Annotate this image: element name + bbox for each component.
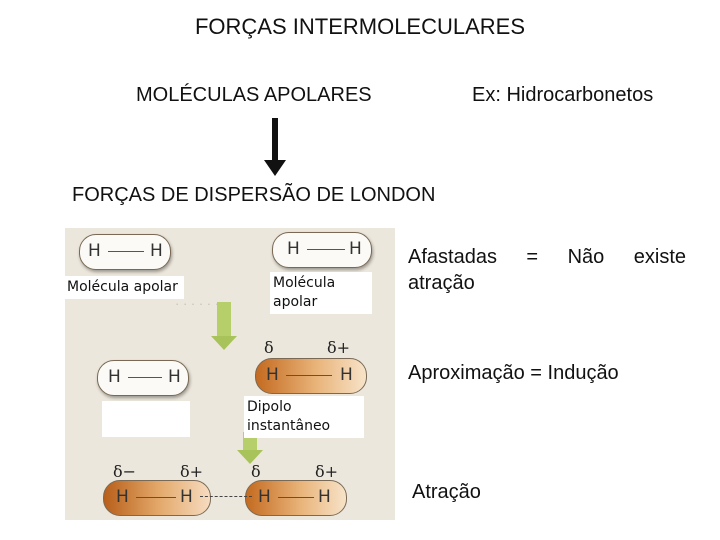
induction-arrow-1-head-icon — [211, 336, 237, 350]
label-blank-box — [102, 401, 190, 437]
label-instant-dipole: Dipolo instantâneo — [244, 396, 364, 438]
note-approximation: Aproximação = Indução — [408, 362, 619, 384]
scan-texture: · · · · · · — [175, 296, 220, 311]
note-separated: Afastadas = Não existe atração — [408, 246, 686, 294]
molecule-h2-instant-dipole: H H — [255, 358, 367, 394]
delta-symbol: δ — [264, 338, 274, 357]
label-apolar-molecule-left: Molécula apolar — [64, 276, 184, 299]
down-arrow-icon — [272, 118, 278, 162]
delta-plus-symbol-right: δ+ — [315, 462, 339, 481]
down-arrow-head-icon — [264, 160, 286, 176]
molecule-h2-top-right: H H — [272, 232, 372, 268]
london-dispersion-heading: FORÇAS DE DISPERSÃO DE LONDON — [72, 184, 436, 206]
molecule-h2-middle-left: H H — [97, 360, 189, 396]
note-attraction: Atração — [412, 481, 481, 503]
attraction-dashed-line — [200, 496, 252, 497]
molecule-h2-top-left: H H — [79, 234, 171, 270]
label-apolar-molecule-right: Molécula apolar — [270, 272, 372, 314]
example-hydrocarbons: Ex: Hidrocarbonetos — [472, 84, 654, 106]
page-title: FORÇAS INTERMOLECULARES — [194, 14, 526, 39]
apolar-molecules-heading: MOLÉCULAS APOLARES — [136, 84, 372, 106]
delta-plus-symbol-left: δ+ — [180, 462, 204, 481]
molecule-h2-induced-right: H H — [245, 480, 347, 516]
molecule-h2-induced-left: H H — [103, 480, 211, 516]
delta-minus-symbol: δ− — [113, 462, 137, 481]
delta-plus-symbol: δ+ — [327, 338, 351, 357]
induction-arrow-1 — [217, 302, 231, 338]
induction-arrow-2-head-icon — [237, 450, 263, 464]
delta-symbol-right: δ — [251, 462, 261, 481]
